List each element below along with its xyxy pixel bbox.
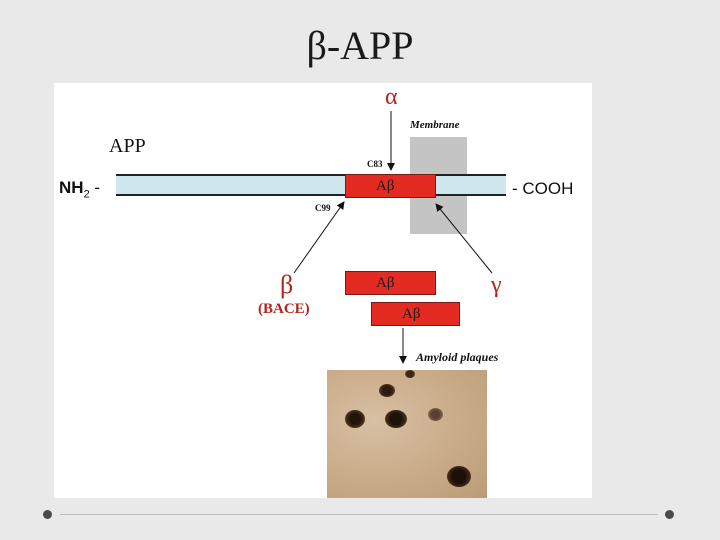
plaque — [405, 370, 415, 378]
n-terminus-dash: - — [94, 178, 101, 197]
beta-symbol: β — [280, 270, 294, 299]
c83-label: C83 — [367, 159, 383, 169]
plaque — [345, 410, 365, 428]
n-terminus-label: NH2 - — [59, 179, 100, 200]
gamma-arrow — [435, 203, 493, 274]
plaque — [428, 408, 443, 421]
plaque — [379, 384, 395, 397]
footer-right-dot — [665, 510, 674, 519]
abeta-fragment-2: Aβ — [371, 302, 460, 326]
cleavage-arrows — [293, 111, 493, 364]
slide-title: β-APP — [306, 23, 414, 68]
beta-enzyme-label: (BACE) — [258, 301, 310, 317]
c99-label: C99 — [315, 203, 331, 213]
c-terminus-label: - COOH — [512, 179, 574, 198]
n-terminus-text: NH — [59, 178, 84, 197]
gamma-symbol: γ — [491, 272, 502, 298]
n-terminus-subscript: 2 — [83, 188, 90, 201]
footer-divider — [60, 514, 658, 515]
footer-left-dot — [43, 510, 52, 519]
amyloid-plaques-micrograph — [327, 370, 487, 498]
membrane-label: Membrane — [410, 119, 460, 131]
app-label: APP — [109, 135, 146, 157]
abeta-domain: Aβ — [345, 174, 436, 198]
abeta-fragment-1: Aβ — [345, 271, 436, 295]
alpha-symbol: α — [385, 84, 398, 110]
plaque — [385, 410, 407, 428]
plaque — [447, 466, 471, 487]
beta-arrow — [293, 201, 345, 274]
amyloid-plaques-label: Amyloid plaques — [416, 350, 499, 364]
diagram-panel: Membrane α APP C83 Aβ NH2 - - COOH C99 β… — [54, 83, 592, 498]
